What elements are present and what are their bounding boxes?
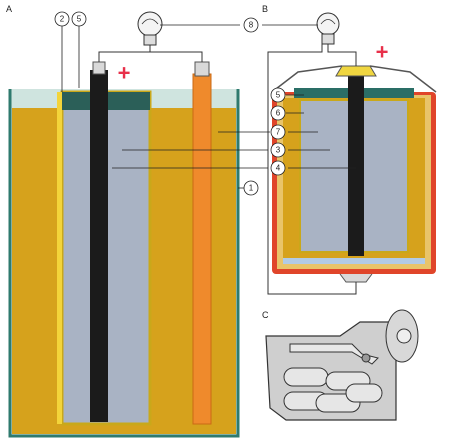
- callout-6: 6: [270, 105, 286, 121]
- leader-lines: [61, 24, 356, 189]
- callout-5a: 5: [71, 11, 87, 27]
- zinc-rod: [192, 73, 212, 425]
- carbon-rod: [90, 70, 108, 422]
- carbon-rod-b: [348, 76, 364, 256]
- panel-c: C: [262, 309, 419, 421]
- bottom-contact: [339, 273, 373, 283]
- wire-a-left: [98, 51, 130, 62]
- callout-7-label: 7: [276, 128, 281, 137]
- panel-a-letter: A: [6, 4, 12, 14]
- lid-knob: [396, 328, 412, 344]
- callout-5b: 5: [270, 87, 286, 103]
- wire-b-loop: [267, 44, 357, 295]
- wire-b-top: [327, 44, 357, 66]
- callout-2-label: 2: [60, 15, 65, 24]
- callout-8: 8: [243, 17, 259, 33]
- brass-cap: [335, 65, 377, 77]
- callout-7: 7: [270, 124, 286, 140]
- callout-6-label: 6: [276, 109, 281, 118]
- panel-b-letter: B: [262, 4, 268, 14]
- callout-3-label: 3: [276, 146, 281, 155]
- panel-c-letter: C: [262, 310, 269, 320]
- callout-5a-label: 5: [77, 15, 82, 24]
- callout-3: 3: [270, 142, 286, 158]
- callout-1-label: 1: [249, 184, 254, 193]
- wire-a-right: [170, 51, 203, 62]
- callout-5b-label: 5: [276, 91, 281, 100]
- plus-sign-b: +: [376, 40, 389, 65]
- callout-8-label: 8: [249, 21, 254, 30]
- contact-rivet: [361, 353, 371, 363]
- zinc-terminal: [194, 61, 210, 77]
- top-cover-right: [369, 65, 437, 93]
- callout-2: 2: [54, 11, 70, 27]
- callout-4-label: 4: [276, 164, 281, 173]
- bulb-b-icon: [316, 12, 340, 45]
- cells-group: [283, 367, 383, 413]
- top-cover-left: [271, 65, 343, 93]
- panel-b: B +: [262, 4, 437, 295]
- carbon-terminal: [92, 61, 106, 75]
- base-insulator: [283, 258, 425, 264]
- bulb-a-icon: [130, 11, 170, 53]
- separator-strip: [57, 92, 62, 424]
- callout-4: 4: [270, 160, 286, 176]
- callout-1: 1: [243, 180, 259, 196]
- panel-a: A +: [6, 4, 240, 438]
- spring-contact: [289, 343, 379, 365]
- plus-sign-a: +: [118, 61, 131, 86]
